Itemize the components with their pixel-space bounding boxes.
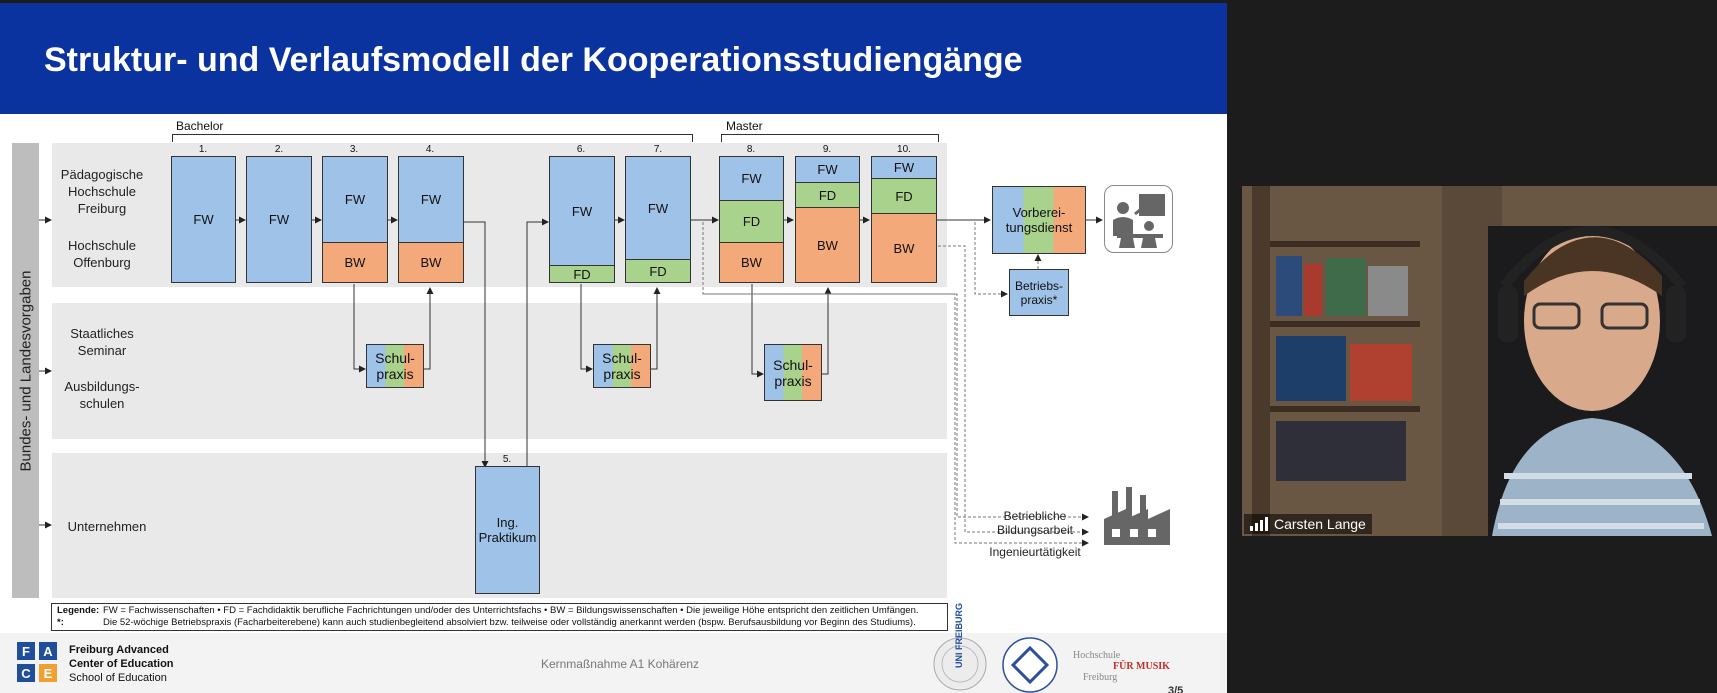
lane-label-seminar: Staatliches Seminar (70, 326, 134, 358)
teacher-icon (1104, 185, 1173, 253)
semester-label: 8. (746, 144, 756, 155)
semester-4-fw: FW (398, 156, 464, 243)
semester-3-fw: FW (322, 156, 388, 243)
semester-label: 10. (897, 144, 911, 155)
semester-10-fw: FW (871, 156, 937, 179)
semester-label: 4. (425, 144, 435, 155)
ph-freiburg-logo (1001, 636, 1059, 693)
output-label-betriebliche: Betriebliche (1003, 509, 1067, 523)
schulpraxis-box-1: Schul- praxis (366, 344, 424, 388)
page-number: 3/5 (1168, 685, 1184, 693)
face-logo-text: Freiburg Advanced Center of Education Sc… (69, 644, 174, 684)
vorbereitungsdienst-box: Vorberei- tungsdienst (992, 186, 1086, 254)
master-label: Master (726, 119, 763, 133)
output-label-ingenieur: Ingenieurtätigkeit (989, 545, 1081, 559)
slide-title: Struktur- und Verlaufsmodell der Koopera… (44, 41, 1023, 79)
legend-box: Legende:FW = Fachwissenschaften • FD = F… (51, 603, 948, 631)
footer-center-text: Kernmaßnahme A1 Kohärenz (540, 657, 700, 671)
factory-icon (1102, 485, 1172, 547)
semester-label: 3. (349, 144, 359, 155)
presentation-slide: Struktur- und Verlaufsmodell der Koopera… (0, 3, 1227, 693)
semester-1-fw: FW (171, 156, 236, 283)
lane-label-ph: Pädagogische Hochschule Freiburg (60, 167, 144, 216)
lane-label-ho: Hochschule Offenburg (68, 238, 136, 270)
semester-8-bw: BW (719, 242, 784, 283)
semester-label: 2. (274, 144, 284, 155)
semester-3-bw: BW (322, 242, 388, 283)
vertical-sidebar (12, 143, 39, 598)
semester-9-bw: BW (795, 207, 860, 283)
output-label-bildungsarbeit: Bildungsarbeit (996, 523, 1074, 537)
signal-bars-icon (1250, 517, 1268, 531)
semester-9-fw: FW (795, 156, 860, 183)
semester-label: 7. (653, 144, 663, 155)
semester-10-bw: BW (871, 213, 937, 283)
semester-9-fd: FD (795, 182, 860, 208)
legend-text: FW = Fachwissenschaften • FD = Fachdidak… (103, 605, 919, 616)
legend-key: *: (57, 617, 64, 628)
diagram-connectors (39, 216, 1103, 547)
schulpraxis-box-2: Schul- praxis (593, 344, 651, 388)
schulpraxis-box-3: Schul- praxis (764, 344, 822, 401)
betriebspraxis-box: Betriebs- praxis* (1009, 269, 1069, 316)
semester-7-fd: FD (625, 259, 691, 283)
slide-title-bar: Struktur- und Verlaufsmodell der Koopera… (0, 3, 1227, 114)
semester-8-fw: FW (719, 156, 784, 201)
lane-label-schulen: Ausbildungs- schulen (64, 379, 140, 411)
uni-freiburg-logo: UNI FREIBURG (932, 603, 988, 693)
semester-label: 9. (822, 144, 832, 155)
semester-10-fd: FD (871, 178, 937, 214)
semester-4-bw: BW (398, 242, 464, 283)
legend-text: Die 52-wöchige Betriebspraxis (Facharbei… (103, 617, 916, 628)
semester-6-fw: FW (549, 156, 615, 266)
participant-name: Carsten Lange (1274, 516, 1366, 532)
semester-label: 5. (502, 454, 512, 465)
hochschule-musik-logo: Hochschule FÜR MUSIK Freiburg (1073, 650, 1170, 683)
participant-video-tile[interactable] (1242, 186, 1717, 536)
semester-label: 6. (576, 144, 586, 155)
bachelor-bracket (172, 134, 693, 142)
uni-freiburg-text: UNI FREIBURG (954, 603, 964, 668)
semester-5-ing-praktikum: Ing. Praktikum (475, 466, 540, 594)
semester-8-fd: FD (719, 200, 784, 243)
master-bracket (721, 134, 939, 142)
semester-7-fw: FW (625, 156, 691, 260)
participant-name-tag: Carsten Lange (1244, 514, 1372, 534)
semester-label: 1. (198, 144, 208, 155)
semester-6-fd: FD (549, 265, 615, 283)
legend-key: Legende: (57, 605, 100, 616)
semester-2-fw: FW (246, 156, 312, 283)
bachelor-label: Bachelor (176, 119, 224, 133)
lane-label-unternehmen: Unternehmen (67, 519, 147, 534)
video-feed (1242, 186, 1717, 536)
